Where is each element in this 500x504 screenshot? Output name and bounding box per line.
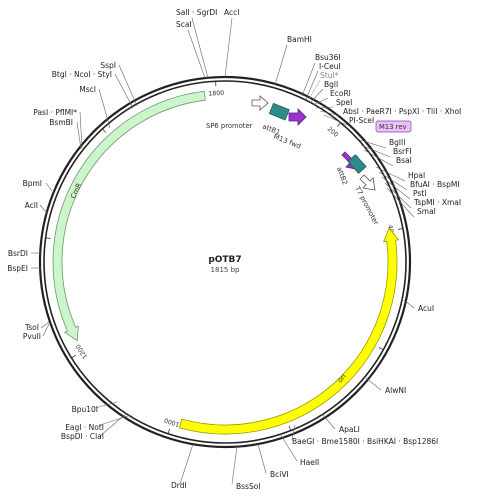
- site-leader-line: [188, 30, 205, 78]
- tick-label: 1000: [163, 416, 180, 428]
- restriction-site-label[interactable]: BsrFI: [393, 147, 412, 156]
- site-leader-line: [387, 188, 414, 217]
- restriction-site-label[interactable]: TsoI: [24, 323, 39, 332]
- plasmid-size: 1815 bp: [211, 266, 240, 274]
- restriction-site-label[interactable]: BaeGI · Bme1580I · BsiHKAI · Bsp1286I: [292, 437, 438, 446]
- site-leader-line: [40, 205, 47, 213]
- restriction-site-label[interactable]: PstI: [413, 189, 426, 198]
- restriction-site-label[interactable]: AlwNI: [385, 386, 406, 395]
- tick-mark: [379, 347, 383, 349]
- restriction-site-label[interactable]: MscI: [79, 85, 96, 94]
- promoter-arrow-icon: [252, 96, 268, 110]
- restriction-site-label[interactable]: BamHI: [287, 35, 312, 44]
- restriction-site-label[interactable]: BglI: [324, 80, 338, 89]
- restriction-site-label[interactable]: BciVI: [270, 470, 289, 479]
- restriction-site-label[interactable]: PvuII: [23, 332, 41, 341]
- site-leader-line: [366, 378, 381, 390]
- restriction-site-label[interactable]: HaeII: [300, 458, 319, 467]
- tick-label: 1800: [208, 90, 224, 98]
- primer-arrow-icon: [289, 109, 306, 125]
- att-site-icon: [269, 103, 289, 120]
- site-leader-line: [225, 18, 232, 77]
- restriction-site-label[interactable]: DrdI: [171, 481, 187, 490]
- site-leader-line: [302, 63, 315, 96]
- site-leader-line: [232, 446, 237, 484]
- restriction-site-label[interactable]: EagI · NotI: [65, 423, 104, 432]
- site-leader-line: [379, 172, 407, 190]
- site-leader-line: [385, 183, 411, 208]
- restriction-site-label[interactable]: HpaI: [408, 171, 425, 180]
- attb2-label: attB2: [335, 166, 349, 186]
- restriction-site-label[interactable]: BglII: [389, 138, 405, 147]
- feature-cmr-arrow[interactable]: [53, 91, 205, 340]
- restriction-site-label[interactable]: ApaLI: [339, 425, 360, 434]
- attb2-group[interactable]: attB2: [335, 155, 366, 186]
- restriction-site-label[interactable]: I-CeuI: [319, 62, 341, 71]
- restriction-site-label[interactable]: SalI · SgrDI: [176, 8, 217, 17]
- restriction-site-label[interactable]: BssSoI: [236, 482, 261, 491]
- restriction-site-label[interactable]: BtgI · NcoI · StyI: [52, 70, 112, 79]
- tick-mark: [71, 355, 75, 358]
- tick-mark: [289, 426, 291, 431]
- restriction-site-label[interactable]: BsmBI: [49, 118, 73, 127]
- restriction-site-label[interactable]: AbsI · PaeR7I · PspXI · TliI · XhoI: [343, 107, 461, 116]
- site-leader-line: [100, 415, 131, 425]
- site-leader-line: [41, 322, 49, 328]
- site-leader-line: [275, 45, 287, 85]
- tick-label: 200: [326, 126, 340, 139]
- site-leader-line: [46, 183, 52, 191]
- restriction-site-label[interactable]: AcuI: [418, 304, 434, 313]
- restriction-site-label[interactable]: StuI*: [320, 71, 339, 80]
- restriction-site-label[interactable]: AccI: [224, 8, 239, 17]
- m13-fwd-label: M13 fwd: [272, 132, 302, 150]
- site-leader-line: [119, 65, 137, 106]
- tick-mark: [337, 123, 340, 127]
- site-leader-line: [77, 122, 81, 149]
- t7-promoter-group[interactable]: T7 promoter: [353, 175, 380, 226]
- plasmid-name: pOTB7: [208, 255, 241, 265]
- restriction-site-label[interactable]: BpmI: [23, 179, 42, 188]
- site-leader-line: [100, 413, 127, 436]
- site-leader-line: [382, 177, 410, 199]
- restriction-site-label[interactable]: BsrDI: [8, 249, 28, 258]
- restriction-site-label[interactable]: SspI: [100, 61, 116, 70]
- restriction-site-label[interactable]: BspDI · ClaI: [61, 432, 104, 441]
- restriction-site-label[interactable]: BspEI: [7, 264, 28, 273]
- m13-rev-label: M13 rev: [379, 123, 407, 131]
- tick-mark: [168, 429, 170, 434]
- restriction-site-label[interactable]: BfuAI · BspMI: [410, 180, 460, 189]
- restriction-site-label[interactable]: Bpu10I: [72, 405, 98, 414]
- sp6-promoter-label: SP6 promoter: [206, 122, 253, 130]
- restriction-site-label[interactable]: BsaI: [396, 156, 412, 165]
- tick-mark: [102, 129, 105, 133]
- tick-mark: [398, 229, 403, 230]
- restriction-site-label[interactable]: AclI: [25, 201, 38, 210]
- tick-mark: [46, 238, 51, 239]
- sp6-promoter-group[interactable]: SP6 promoter: [206, 96, 268, 130]
- restriction-site-label[interactable]: SmaI: [417, 207, 436, 216]
- t7-promoter-label: T7 promoter: [353, 184, 380, 226]
- site-leader-line: [180, 444, 193, 484]
- restriction-site-label[interactable]: ScaI: [176, 20, 192, 29]
- restriction-site-label[interactable]: PI-SceI: [349, 116, 374, 125]
- restriction-site-label[interactable]: EcoRI: [330, 89, 351, 98]
- restriction-site-label[interactable]: SpeI: [336, 98, 352, 107]
- restriction-site-label[interactable]: TspMI · XmaI: [413, 198, 461, 207]
- site-leader-line: [258, 444, 266, 473]
- site-leader-line: [306, 71, 318, 99]
- restriction-site-label[interactable]: Bsu36I: [315, 53, 341, 62]
- restriction-site-label[interactable]: PasI · PflMI*: [33, 108, 77, 117]
- tick-label: 1200: [75, 343, 89, 360]
